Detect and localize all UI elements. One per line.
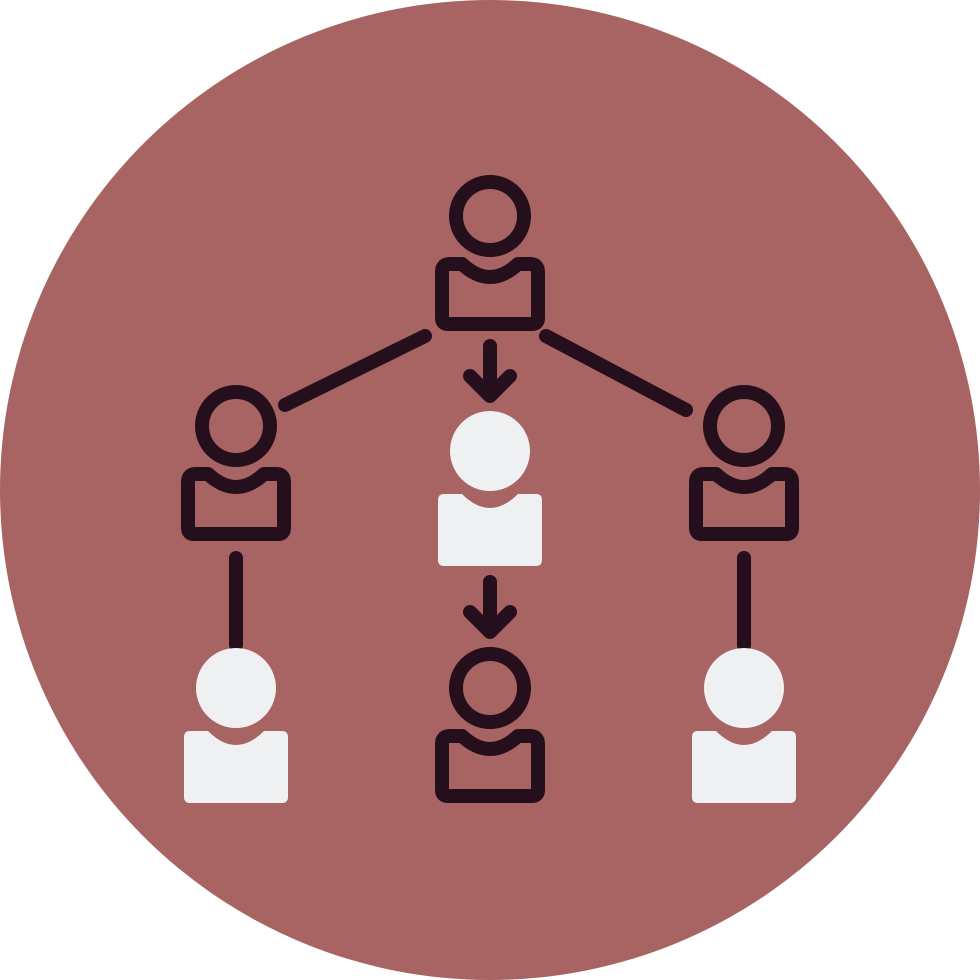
connector-top-right	[539, 329, 693, 417]
person-outline-bottom-center	[435, 647, 545, 803]
person-filled-right	[692, 648, 796, 803]
person-outline-left	[181, 385, 291, 541]
arrow-center-down	[463, 575, 517, 639]
person-filled-center	[438, 411, 542, 566]
connector-top-left	[278, 329, 432, 412]
person-outline-top	[435, 175, 545, 331]
person-filled-left	[184, 648, 288, 803]
person-outline-right	[689, 385, 799, 541]
arrow-top-center	[463, 339, 517, 403]
